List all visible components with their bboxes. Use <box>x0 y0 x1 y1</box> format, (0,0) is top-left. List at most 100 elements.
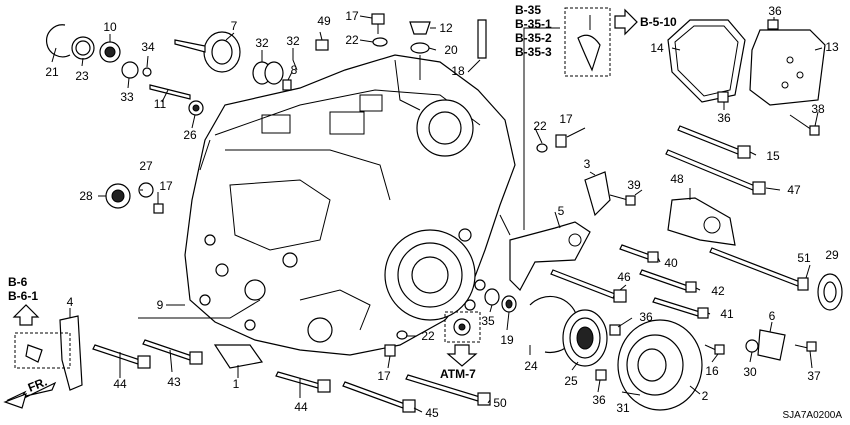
part-label: 9 <box>157 298 164 312</box>
snap-ring-21 <box>46 24 71 58</box>
part-label: 40 <box>664 256 678 270</box>
part-label: 6 <box>769 309 776 323</box>
washer-30 <box>745 339 759 353</box>
reference-box-b35 <box>564 7 611 77</box>
cover-13 <box>749 29 826 106</box>
part-label: 50 <box>493 396 507 410</box>
clip-49 <box>315 39 329 51</box>
bracket-3 <box>584 171 611 217</box>
ring-23 <box>71 36 95 60</box>
washer-22-mid <box>536 143 548 153</box>
part-label: 2 <box>702 389 709 403</box>
bolt-45 <box>342 381 416 413</box>
arrow-atm7 <box>446 344 478 367</box>
part-label: 29 <box>825 248 839 262</box>
bearing-25 <box>562 309 608 367</box>
bearing-27 <box>138 182 154 198</box>
part-label: 26 <box>183 128 197 142</box>
part-label: 3 <box>584 157 591 171</box>
bolt-38 <box>789 114 820 136</box>
bearing-28 <box>105 183 131 209</box>
leader-lines <box>51 15 823 413</box>
bolt-17-lower <box>384 344 396 357</box>
ref-b6-1: B-6-1 <box>8 289 38 303</box>
bolt-15 <box>677 125 751 159</box>
part-label: 22 <box>345 33 359 47</box>
part-label: 39 <box>627 178 641 192</box>
part-label: 28 <box>79 189 93 203</box>
part-label: 8 <box>291 63 298 77</box>
bearing-10 <box>99 41 121 63</box>
part-label: 35 <box>481 314 495 328</box>
bracket-1 <box>213 344 264 369</box>
plug-19 <box>501 295 517 313</box>
part-label: 1 <box>233 377 240 391</box>
bolt-41 <box>652 297 709 319</box>
ref-b35-2: B-35-2 <box>515 31 552 45</box>
part-label: 44 <box>113 377 127 391</box>
part-label: 30 <box>743 365 757 379</box>
bolt-16 <box>704 344 725 355</box>
part-label: 7 <box>231 19 238 33</box>
part-label: 34 <box>141 40 155 54</box>
ref-b35-1: B-35-1 <box>515 17 552 31</box>
bolt-44-left <box>92 344 151 369</box>
part-label: 36 <box>768 4 782 18</box>
ref-atm7: ATM-7 <box>440 367 476 381</box>
part-label: 19 <box>500 333 514 347</box>
dowel-36-right <box>717 91 729 103</box>
bolt-50 <box>405 374 491 406</box>
bolt-17-mid <box>555 134 567 148</box>
part-label: 25 <box>564 374 578 388</box>
seal-29 <box>817 273 843 311</box>
part-label: 17 <box>159 179 173 193</box>
part-label: 48 <box>670 172 684 186</box>
part-label: 43 <box>167 375 181 389</box>
arrow-b510 <box>614 8 638 36</box>
bracket-48 <box>667 197 736 246</box>
seal-34 <box>142 67 152 77</box>
part-label: 36 <box>592 393 606 407</box>
part-label: 27 <box>139 159 153 173</box>
bracket-4 <box>59 315 83 391</box>
part-label: 12 <box>439 21 453 35</box>
bolt-47 <box>665 149 766 195</box>
part-labels: 1 2 3 4 5 6 7 8 9 10 11 12 13 14 15 16 1… <box>45 4 839 420</box>
seal-atm7 <box>444 311 481 343</box>
part-label: 17 <box>345 9 359 23</box>
part-label: 49 <box>317 14 331 28</box>
transmission-housing <box>184 54 516 356</box>
part-label: 51 <box>797 251 811 265</box>
bushing-8 <box>282 79 292 91</box>
ref-b35: B-35 <box>515 3 541 17</box>
part-label: 17 <box>377 369 391 383</box>
part-label: 31 <box>616 401 630 415</box>
washer-22-top <box>372 37 388 47</box>
part-label: 38 <box>811 102 825 116</box>
part-label: 33 <box>120 90 134 104</box>
bolt-40 <box>619 244 659 263</box>
end-cover-31 <box>617 319 703 411</box>
arrow-b6 <box>12 304 40 326</box>
part-label: 17 <box>559 112 573 126</box>
front-label: FR. <box>26 375 49 395</box>
gasket-6 <box>757 329 786 361</box>
part-label: 4 <box>67 295 74 309</box>
part-label: 42 <box>711 284 725 298</box>
plug-12 <box>409 21 431 35</box>
reference-box-b6 <box>14 332 71 369</box>
part-label: 45 <box>425 406 439 420</box>
bolt-42 <box>639 269 697 293</box>
part-label: 13 <box>825 40 839 54</box>
part-label: 22 <box>421 329 435 343</box>
part-label: 36 <box>639 310 653 324</box>
part-label: 21 <box>45 65 59 79</box>
part-label: 32 <box>255 36 269 50</box>
part-label: 47 <box>787 183 801 197</box>
dowel-36-lower <box>609 324 621 336</box>
dowel-36-top <box>767 19 779 30</box>
part-label: 44 <box>294 400 308 414</box>
washer-20 <box>410 42 430 54</box>
part-label: 5 <box>558 204 565 218</box>
